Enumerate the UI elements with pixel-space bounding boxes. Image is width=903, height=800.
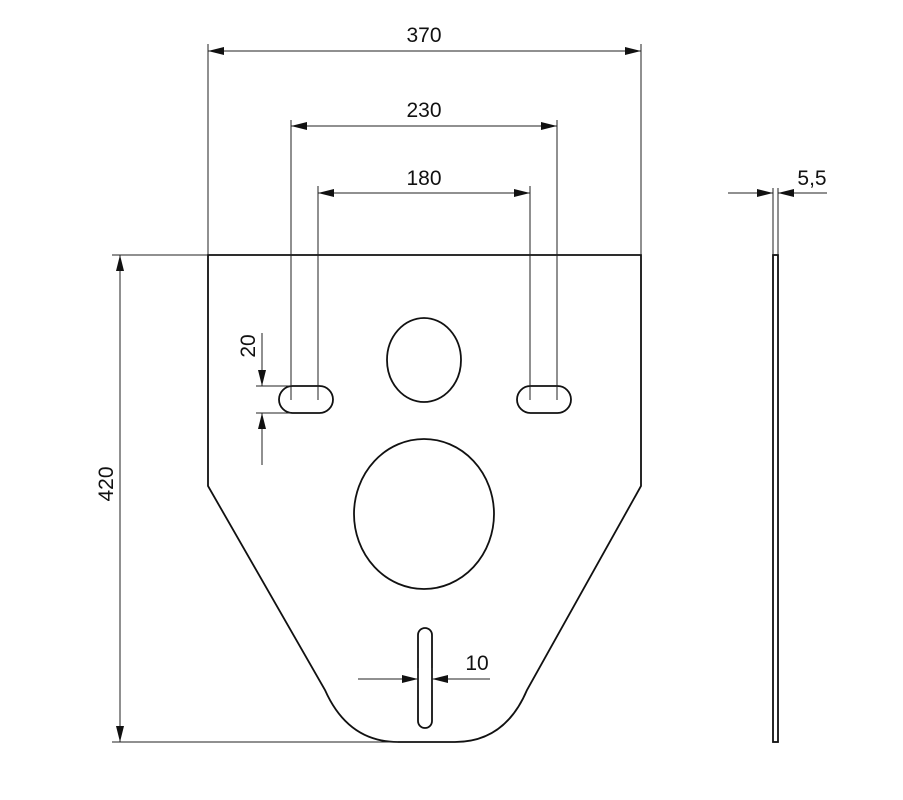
arrowhead — [432, 675, 448, 683]
thickness-label: 5,5 — [797, 167, 826, 190]
arrowhead — [291, 122, 307, 130]
arrowhead — [778, 189, 794, 197]
bottom-vertical-slot — [417, 627, 433, 729]
outer-slot-spacing-label: 230 — [406, 99, 441, 122]
arrowhead — [625, 47, 641, 55]
arrowhead — [208, 47, 224, 55]
upper-opening — [386, 317, 462, 403]
thickness-dimension: 5,5 — [728, 167, 827, 255]
overall-height-label: 420 — [95, 466, 118, 501]
inner-slot-spacing-label: 180 — [406, 167, 441, 190]
bottom-slot-width-label: 10 — [465, 652, 488, 675]
arrowhead — [541, 122, 557, 130]
slot-height-label: 20 — [237, 334, 260, 357]
side-view-plate — [772, 254, 779, 743]
right-mounting-slot — [516, 385, 572, 414]
overall-width-label: 370 — [406, 24, 441, 47]
bottom-slot-width-dimension: 10 — [358, 652, 490, 690]
slot-height-dimension: 20 — [237, 333, 291, 465]
outer-slot-spacing-dimension: 230 — [290, 99, 558, 400]
arrowhead — [402, 675, 418, 683]
inner-slot-spacing-dimension: 180 — [317, 167, 531, 400]
arrowhead — [258, 413, 266, 429]
lower-opening — [353, 438, 495, 590]
arrowhead — [258, 370, 266, 386]
left-mounting-slot — [278, 385, 334, 414]
plate-outline — [207, 254, 642, 743]
arrowhead — [116, 255, 124, 271]
overall-width-dimension: 370 — [207, 24, 642, 255]
arrowhead — [757, 189, 773, 197]
arrowhead — [514, 189, 530, 197]
arrowhead — [116, 726, 124, 742]
overall-height-dimension: 420 — [95, 254, 398, 743]
arrowhead — [318, 189, 334, 197]
